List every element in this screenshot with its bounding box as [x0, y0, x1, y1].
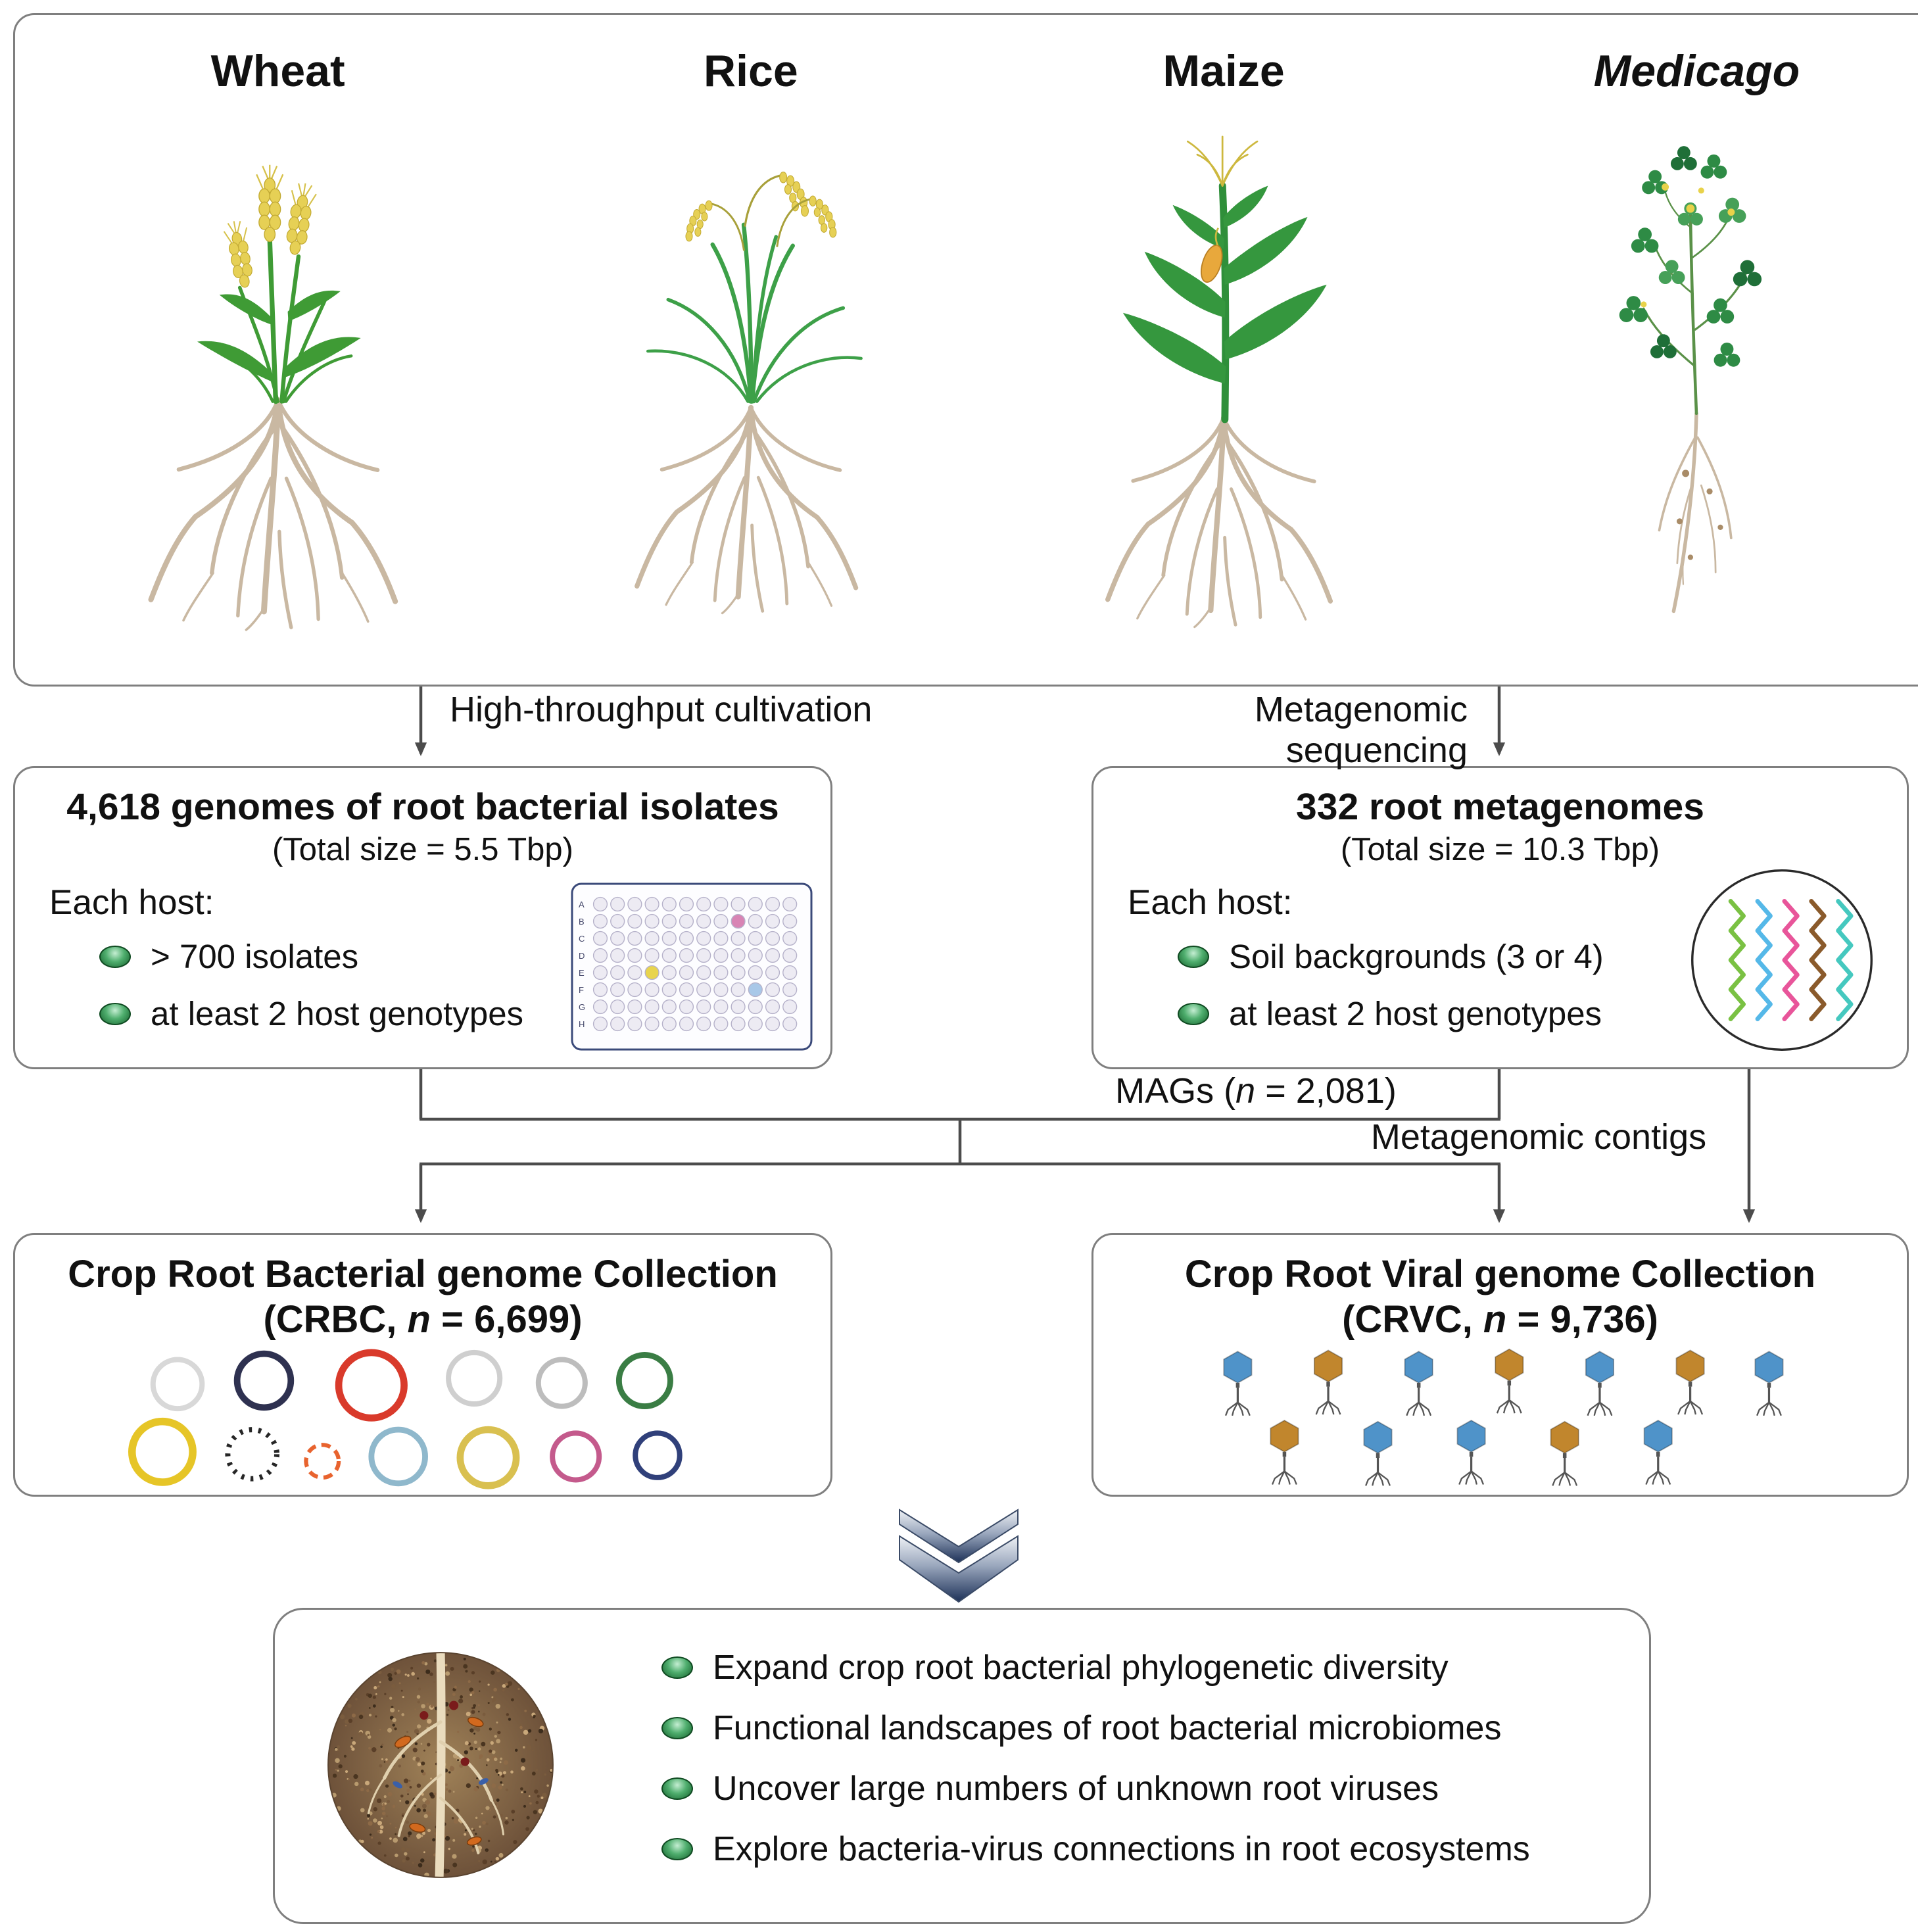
svg-text:F: F	[579, 985, 584, 995]
svg-text:E: E	[579, 968, 585, 978]
rice-label: Rice	[704, 46, 798, 96]
crop-hosts-panel: Wheat Rice	[13, 13, 1918, 687]
green-bullet-icon	[1178, 945, 1209, 968]
medicago-plant-illustration	[1619, 146, 1762, 614]
isolates-bullet-1-text: > 700 isolates	[151, 938, 359, 975]
wheat-label: Wheat	[210, 46, 345, 96]
rice-plant-illustration	[567, 171, 863, 641]
sequencing-reads-illustration	[1686, 864, 1878, 1056]
cultivation-label: High-throughput cultivation	[450, 690, 873, 729]
green-bullet-icon	[661, 1838, 693, 1860]
key-findings-panel: Expand crop root bacterial phylogenetic …	[273, 1608, 1651, 1924]
green-bullet-icon	[661, 1717, 693, 1739]
isolates-subtitle: (Total size = 5.5 Tbp)	[272, 832, 573, 867]
finding-4-text: Explore bacteria-virus connections in ro…	[713, 1830, 1530, 1868]
finding-4: Explore bacteria-virus connections in ro…	[661, 1829, 1530, 1869]
plant-medicago: Medicago	[1460, 34, 1918, 685]
finding-3: Uncover large numbers of unknown root vi…	[661, 1769, 1530, 1808]
plant-wheat: Wheat	[41, 34, 514, 685]
metagenomes-bullet-2-text: at least 2 host genotypes	[1229, 995, 1602, 1032]
mags-label: MAGs (n = 2,081)	[1115, 1071, 1397, 1111]
isolates-each-host-label: Each host:	[49, 883, 214, 922]
maize-plant-illustration	[1040, 135, 1408, 641]
isolates-bullet-2-text: at least 2 host genotypes	[151, 995, 524, 1032]
key-findings-list: Expand crop root bacterial phylogenetic …	[661, 1648, 1530, 1869]
green-bullet-icon	[661, 1777, 693, 1800]
isolates-title: 4,618 genomes of root bacterial isolates	[66, 786, 779, 828]
plant-rice: Rice	[514, 34, 987, 685]
svg-text:C: C	[579, 934, 585, 944]
root-metagenomes-panel: 332 root metagenomes (Total size = 10.3 …	[1091, 766, 1909, 1069]
plasmid-rings-illustration	[128, 1349, 683, 1489]
green-bullet-icon	[661, 1656, 693, 1679]
metagenomes-subtitle: (Total size = 10.3 Tbp)	[1340, 832, 1660, 867]
crbc-panel: Crop Root Bacterial genome Collection (C…	[13, 1233, 832, 1497]
metagenomes-each-host-label: Each host:	[1128, 883, 1293, 922]
down-chevron-icon	[899, 1509, 1019, 1603]
green-bullet-icon	[99, 945, 131, 968]
finding-2: Functional landscapes of root bacterial …	[661, 1708, 1530, 1748]
finding-1-text: Expand crop root bacterial phylogenetic …	[713, 1649, 1449, 1687]
crvc-panel: Crop Root Viral genome Collection (CRVC,…	[1091, 1233, 1909, 1497]
finding-1: Expand crop root bacterial phylogenetic …	[661, 1648, 1530, 1687]
crvc-title: Crop Root Viral genome Collection	[1184, 1253, 1816, 1295]
isolates-bullet-1: > 700 isolates	[99, 937, 830, 976]
sequencing-label: Metagenomic sequencing	[1254, 690, 1468, 770]
svg-text:B: B	[579, 917, 585, 927]
plant-maize: Maize	[988, 34, 1460, 685]
root-soil-illustration	[318, 1643, 563, 1887]
svg-text:D: D	[579, 951, 585, 961]
crbc-title: Crop Root Bacterial genome Collection	[68, 1253, 778, 1295]
medicago-label: Medicago	[1593, 46, 1800, 96]
svg-text:G: G	[579, 1002, 585, 1012]
metagenomes-title: 332 root metagenomes	[1296, 786, 1704, 828]
crbc-subtitle: (CRBC, n = 6,699)	[263, 1298, 583, 1341]
contigs-label: Metagenomic contigs	[1370, 1117, 1707, 1157]
svg-text:A: A	[579, 900, 585, 909]
phage-illustration	[1139, 1347, 1862, 1493]
svg-text:H: H	[579, 1019, 585, 1029]
bacterial-isolates-panel: 4,618 genomes of root bacterial isolates…	[13, 766, 832, 1069]
maize-label: Maize	[1163, 46, 1285, 96]
green-bullet-icon	[1178, 1002, 1209, 1025]
metagenomes-bullet-1: Soil backgrounds (3 or 4)	[1178, 937, 1907, 976]
finding-2-text: Functional landscapes of root bacterial …	[713, 1709, 1502, 1747]
finding-3-text: Uncover large numbers of unknown root vi…	[713, 1770, 1439, 1808]
isolates-bullet-2: at least 2 host genotypes	[99, 994, 830, 1033]
crvc-subtitle: (CRVC, n = 9,736)	[1342, 1298, 1658, 1341]
green-bullet-icon	[99, 1002, 131, 1025]
wheat-plant-illustration	[94, 164, 462, 641]
metagenomes-bullet-2: at least 2 host genotypes	[1178, 994, 1907, 1033]
metagenomes-bullet-1-text: Soil backgrounds (3 or 4)	[1229, 938, 1604, 975]
